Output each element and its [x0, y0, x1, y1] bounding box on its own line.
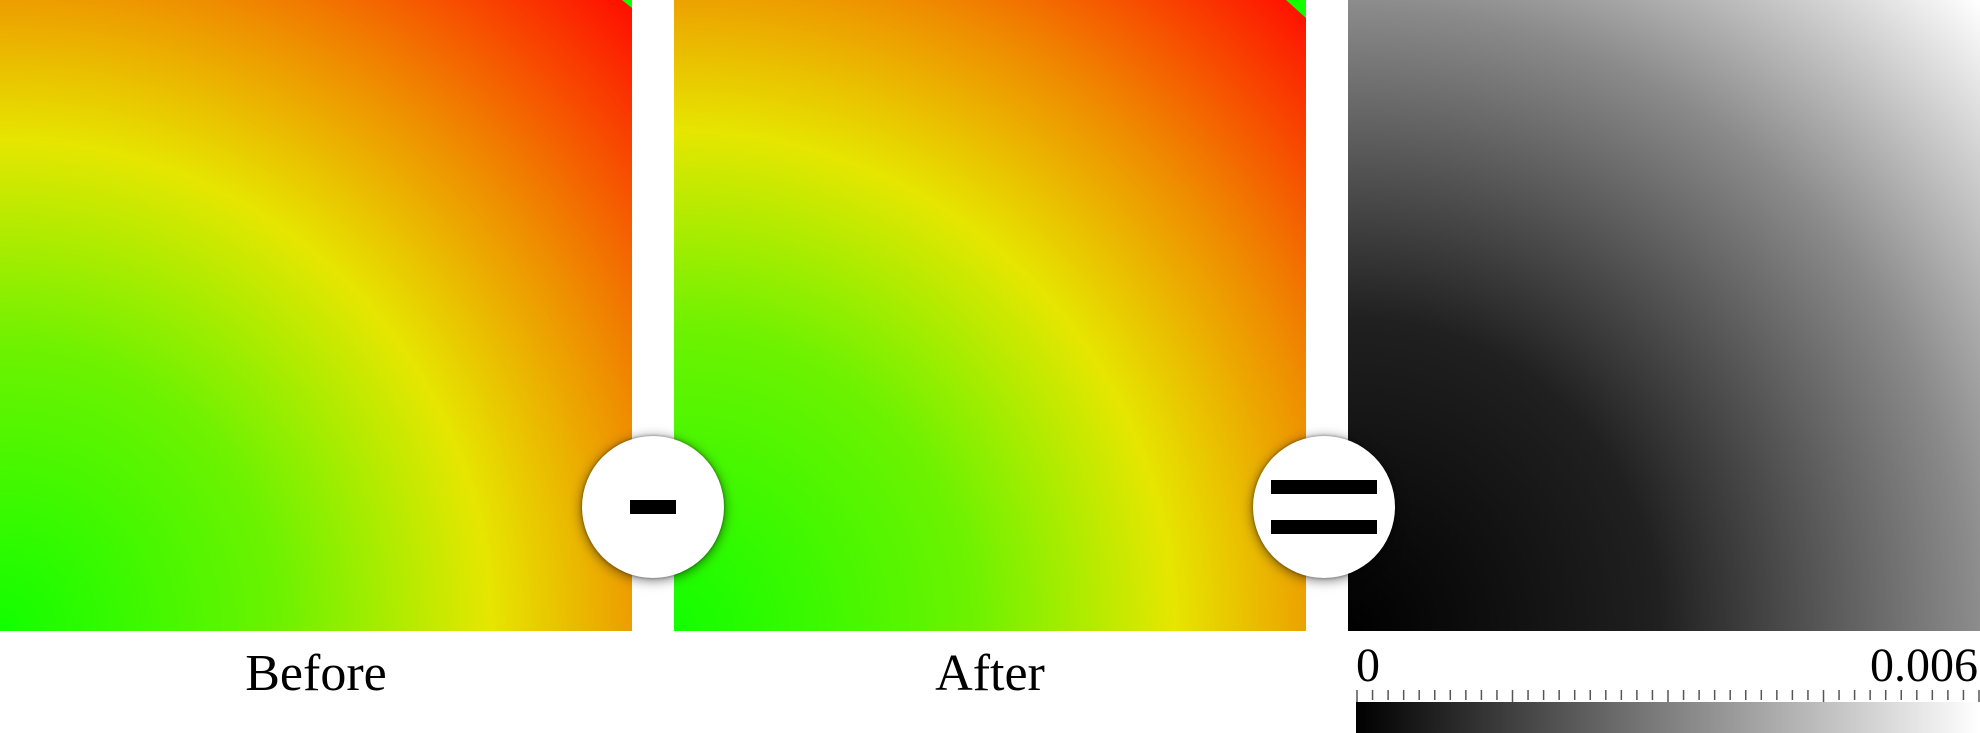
after-corner-artifact — [1286, 0, 1306, 18]
equals-icon-lower-bar — [1271, 520, 1377, 534]
equals-operator — [1253, 436, 1395, 578]
minus-operator — [582, 436, 724, 578]
difference-panel — [1348, 0, 1980, 631]
before-caption: Before — [245, 645, 387, 702]
minus-icon — [630, 500, 676, 514]
before-panel — [0, 0, 632, 631]
before-field — [0, 0, 632, 631]
scale-max-label: 0.006 — [1870, 639, 1978, 692]
scale-colorbar — [1356, 702, 1980, 733]
after-heatmap — [674, 0, 1306, 631]
after-panel — [674, 0, 1306, 631]
before-heatmap — [0, 0, 632, 631]
after-field — [674, 0, 1306, 631]
before-corner-artifact — [622, 0, 632, 8]
after-caption: After — [935, 645, 1045, 702]
difference-heatmap — [1348, 0, 1980, 631]
scale-min-label: 0 — [1356, 639, 1380, 692]
difference-field — [1348, 0, 1980, 631]
equals-icon — [1271, 480, 1377, 494]
